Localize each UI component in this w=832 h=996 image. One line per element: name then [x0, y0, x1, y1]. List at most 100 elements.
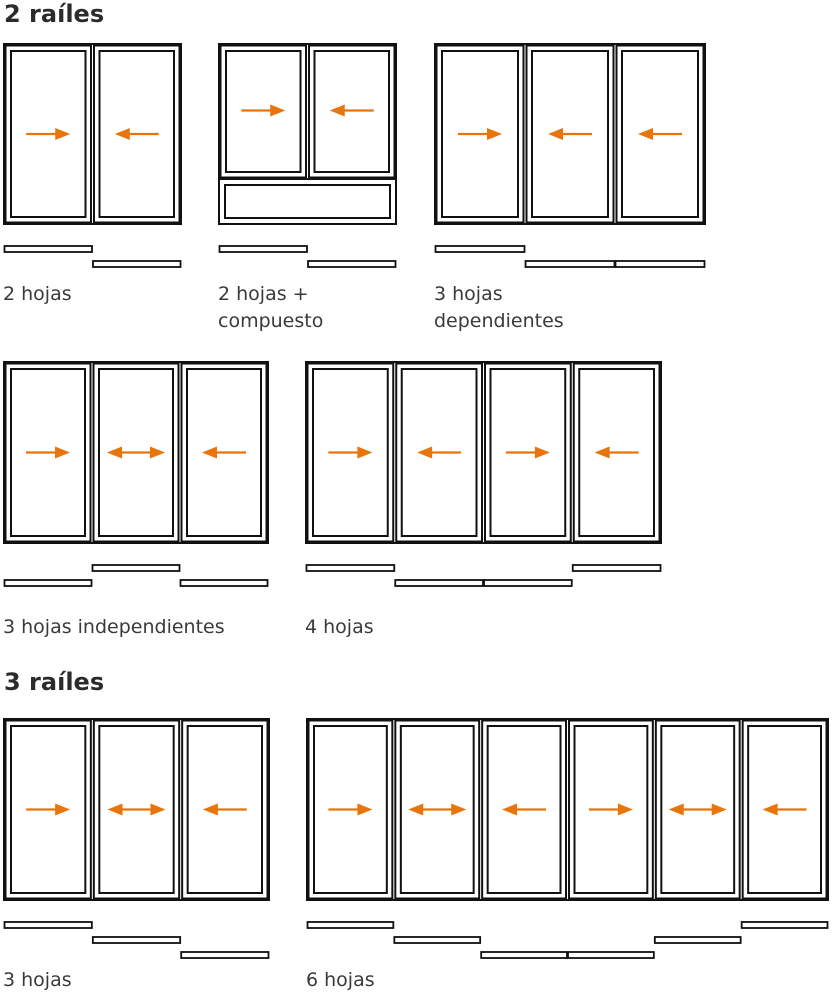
sash-frame: [394, 719, 481, 900]
sash-frame: [481, 719, 567, 900]
sash-frame: [4, 719, 92, 900]
config-caption: 3 hojas dependientes: [434, 283, 564, 332]
caption-line: 3 hojas independientes: [3, 616, 225, 638]
arrow-right-icon: [487, 128, 502, 140]
track-plan: [3, 564, 269, 587]
glass-pane: [98, 50, 175, 218]
arrow-both-left-icon: [668, 803, 684, 816]
config-diagram: 2 hojas +compuesto: [218, 43, 397, 332]
caption-line: 4 hojas: [305, 616, 374, 638]
glass-pane: [312, 368, 389, 537]
config-caption: 3 hojas independientes: [3, 616, 225, 638]
sash-frame: [307, 719, 394, 900]
glass-pane: [486, 725, 562, 894]
glass-pane: [313, 50, 390, 173]
glass-pane: [660, 725, 736, 894]
arrow-left-icon: [202, 446, 217, 459]
glass-pane: [186, 725, 264, 894]
track-bar: [483, 579, 573, 587]
track-bar: [180, 951, 270, 959]
arrow-left-icon: [548, 128, 563, 140]
arrow-right-icon: [357, 803, 373, 816]
caption-line: 3 hojas: [434, 283, 503, 305]
track-bar: [524, 260, 616, 268]
track-bar: [394, 579, 484, 587]
sash-frame: [219, 44, 307, 179]
track-bar: [305, 564, 396, 572]
config-caption: 2 hojas: [3, 283, 72, 305]
arrow-left-icon: [114, 128, 130, 140]
sash-frame: [395, 362, 483, 543]
sash-frame: [654, 719, 741, 900]
outer-frame: [305, 361, 662, 544]
arrow-left-icon: [202, 803, 218, 816]
sash-frame: [4, 362, 92, 543]
track-bar: [91, 564, 181, 572]
config-diagram: 3 hojas independientes: [3, 361, 269, 638]
sash-frame: [93, 44, 181, 224]
caption-line: compuesto: [218, 310, 323, 332]
glass-pane: [186, 368, 262, 537]
track-plan: [3, 245, 182, 268]
track-plan: [3, 921, 270, 959]
caption-line: 6 hojas: [306, 969, 375, 991]
arrow-left-icon: [329, 104, 345, 117]
section-heading-3-rails: 3 raíles: [4, 668, 104, 696]
arrow-right-icon: [357, 446, 373, 459]
track-bar: [306, 921, 395, 929]
outer-frame: [434, 43, 706, 225]
glass-pane: [441, 50, 519, 218]
arrow-right-icon: [617, 803, 633, 816]
glass-pane: [10, 725, 87, 894]
glass-pane: [10, 368, 86, 537]
sash-frame: [572, 362, 661, 543]
arrow-right-icon: [270, 104, 286, 117]
sash-frame: [741, 719, 828, 900]
track-bar: [3, 921, 93, 929]
config-diagram: 3 hojas: [3, 718, 270, 991]
track-bar: [3, 579, 93, 587]
track-bar: [307, 260, 397, 268]
glass-pane: [225, 50, 302, 173]
arrow-right-icon: [55, 446, 70, 459]
track-bar: [92, 260, 182, 268]
track-plan: [218, 245, 397, 268]
track-bar: [179, 579, 269, 587]
track-plan: [434, 245, 706, 268]
arrow-both-right-icon: [711, 803, 727, 816]
config-diagram: 2 hojas: [3, 43, 182, 305]
sash-frame: [181, 719, 269, 900]
track-bar: [3, 245, 93, 253]
arrow-left-icon: [594, 446, 610, 459]
glass-pane: [747, 725, 823, 894]
glass-pane: [573, 725, 649, 894]
track-plan: [305, 564, 662, 587]
config-caption: 4 hojas: [305, 616, 374, 638]
arrow-left-icon: [638, 128, 653, 140]
outer-frame: [3, 361, 269, 544]
outer-frame: [3, 43, 182, 225]
track-bar: [393, 936, 482, 944]
outer-frame: [218, 43, 397, 225]
config-caption: 6 hojas: [306, 969, 375, 991]
sash-frame: [525, 44, 615, 224]
caption-line: dependientes: [434, 310, 564, 332]
sash-frame: [4, 44, 92, 224]
track-plan: [306, 921, 829, 959]
transom-pane: [224, 184, 391, 219]
outer-frame: [306, 718, 829, 901]
arrow-left-icon: [762, 803, 778, 816]
section-heading-2-rails: 2 raíles: [4, 0, 104, 28]
glass-pane: [489, 368, 567, 537]
arrow-right-icon: [534, 446, 550, 459]
sash-frame: [92, 719, 181, 900]
glass-pane: [621, 50, 699, 218]
arrow-right-icon: [55, 128, 71, 140]
glass-pane: [531, 50, 609, 218]
track-bar: [218, 245, 308, 253]
sash-frame: [92, 362, 180, 543]
arrow-both-right-icon: [150, 803, 166, 816]
arrow-both-left-icon: [107, 446, 122, 459]
glass-pane: [313, 725, 388, 894]
